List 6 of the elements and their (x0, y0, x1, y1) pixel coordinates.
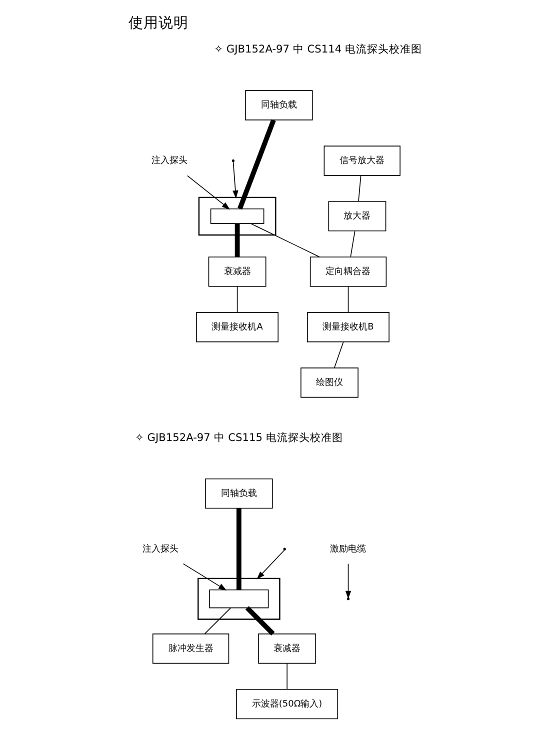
label: ✧ GJB152A-97 中 CS114 电流探头校准图 (214, 44, 422, 56)
node-text: 注入探头 (152, 156, 188, 166)
node-text: 注入探头 (142, 544, 179, 554)
label: ✧ GJB152A-97 中 CS115 电流探头校准图 (135, 432, 343, 444)
diagram-title: 使用说明 (128, 14, 189, 32)
node-text: 激励电缆 (330, 544, 366, 554)
